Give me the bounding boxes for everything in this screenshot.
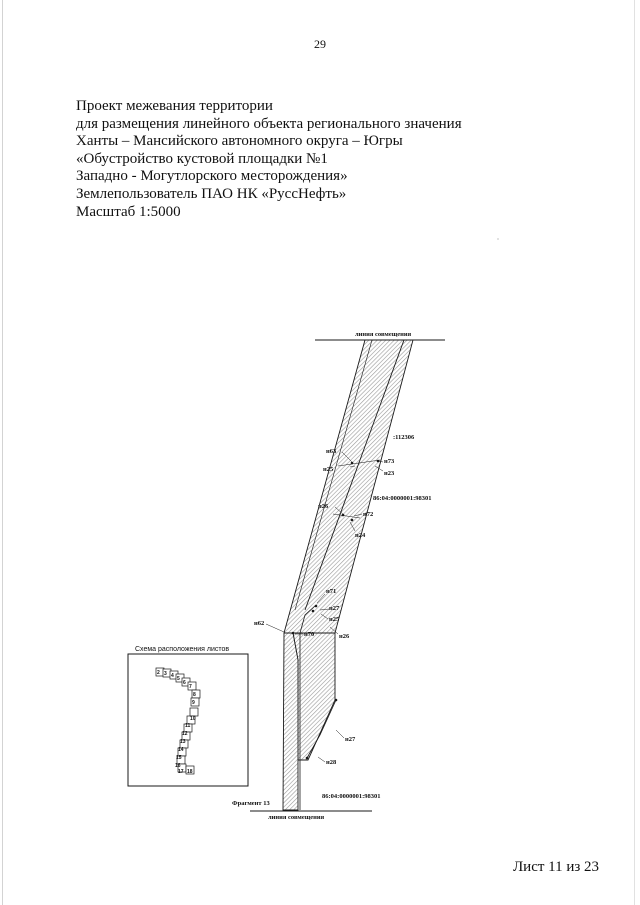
point-label-n23: н23: [384, 470, 395, 477]
point-label-n27a: н27: [329, 605, 340, 612]
point-label-n25b: н25: [329, 616, 340, 623]
inset-title: Схема расположения листов: [135, 646, 229, 653]
title-block: Проект межевания территории для размещен…: [76, 98, 462, 221]
title-line-3: Ханты – Мансийского автономного округа –…: [76, 133, 403, 150]
inset-sheet-17: 17: [178, 769, 184, 775]
parcel-area: [292, 632, 336, 761]
scan-speck: [497, 238, 499, 240]
page-number: 29: [314, 37, 326, 51]
inset-sheet-18: 18: [187, 769, 193, 775]
parcel-label-lower: 86:04:0000001:98301: [322, 793, 381, 800]
inset-sheet-12: 12: [182, 731, 188, 737]
junction-label-bottom: линия совмещения: [268, 814, 325, 821]
inset-sheet-16: 16: [175, 763, 181, 769]
inset-sheet-2: 2: [157, 670, 160, 676]
boundary-line: [306, 699, 337, 759]
inset-sheet-7: 7: [189, 684, 192, 690]
inset-sheet-15: 15: [176, 755, 182, 761]
point-markers: [291, 459, 380, 760]
point-label-n70: н70: [304, 631, 314, 638]
inset-sheet-tiles: [155, 667, 201, 775]
point-label-n26b: н26: [339, 633, 350, 640]
point-label-n25a: н25: [323, 466, 334, 473]
scan-edge-right: [634, 0, 635, 905]
scan-edge-left: [2, 0, 3, 905]
point-label-n73: н73: [384, 458, 395, 465]
inset-sheet-4: 4: [171, 673, 174, 679]
point-label-n71: н71: [326, 588, 336, 595]
boundary-line: [299, 604, 317, 810]
junction-label-top: линия совмещения: [355, 331, 412, 338]
sheet-layout-inset: Схема расположения листов 2 3 4 5 6 7: [127, 646, 249, 787]
point-label-n63: н63: [326, 448, 337, 455]
scale-line: Масштаб 1:5000: [76, 203, 181, 220]
corridor-lower: [282, 632, 299, 811]
corridor-band: [283, 339, 414, 637]
point-label-n62: н62: [254, 620, 264, 627]
parcel-label-upper: :112306: [393, 434, 415, 441]
inset-sheet-13: 13: [180, 739, 186, 745]
point-label-n72: н72: [363, 511, 373, 518]
inset-sheet-6: 6: [183, 680, 186, 686]
boundary-line: [294, 339, 373, 611]
title-line-5: Западно - Могутлорского месторождения»: [76, 168, 348, 185]
inset-sheet-9: 9: [192, 700, 195, 706]
parcel-label-middle: 86:04:0000001:98301: [373, 495, 432, 502]
point-label-n26a: н26: [318, 503, 329, 510]
sheet-counter: Лист 11 из 23: [513, 859, 600, 875]
cross-line: [337, 459, 381, 467]
point-label-n27b: н27: [345, 736, 356, 743]
inset-sheet-14: 14: [178, 747, 184, 753]
title-line-1: Проект межевания территории: [76, 98, 273, 114]
leader-lines: [265, 451, 384, 763]
inset-sheet-10: 10: [190, 716, 196, 722]
inset-sheet-5: 5: [177, 676, 180, 682]
inset-sheet-8: 8: [193, 692, 196, 698]
cross-line: [332, 513, 361, 519]
fragment-label: Фрагмент 13: [232, 800, 270, 807]
inset-sheet-3: 3: [164, 671, 167, 677]
inset-sheet-11: 11: [185, 723, 191, 729]
boundary-line: [304, 339, 405, 611]
point-label-n28: н28: [326, 759, 337, 766]
title-line-6: Землепользователь ПАО НК «РуссНефть»: [76, 185, 347, 202]
title-line-2: для размещения линейного объекта региона…: [76, 115, 462, 132]
title-line-4: «Обустройство кустовой площадки №1: [76, 150, 328, 167]
point-label-n24: н24: [355, 532, 366, 539]
